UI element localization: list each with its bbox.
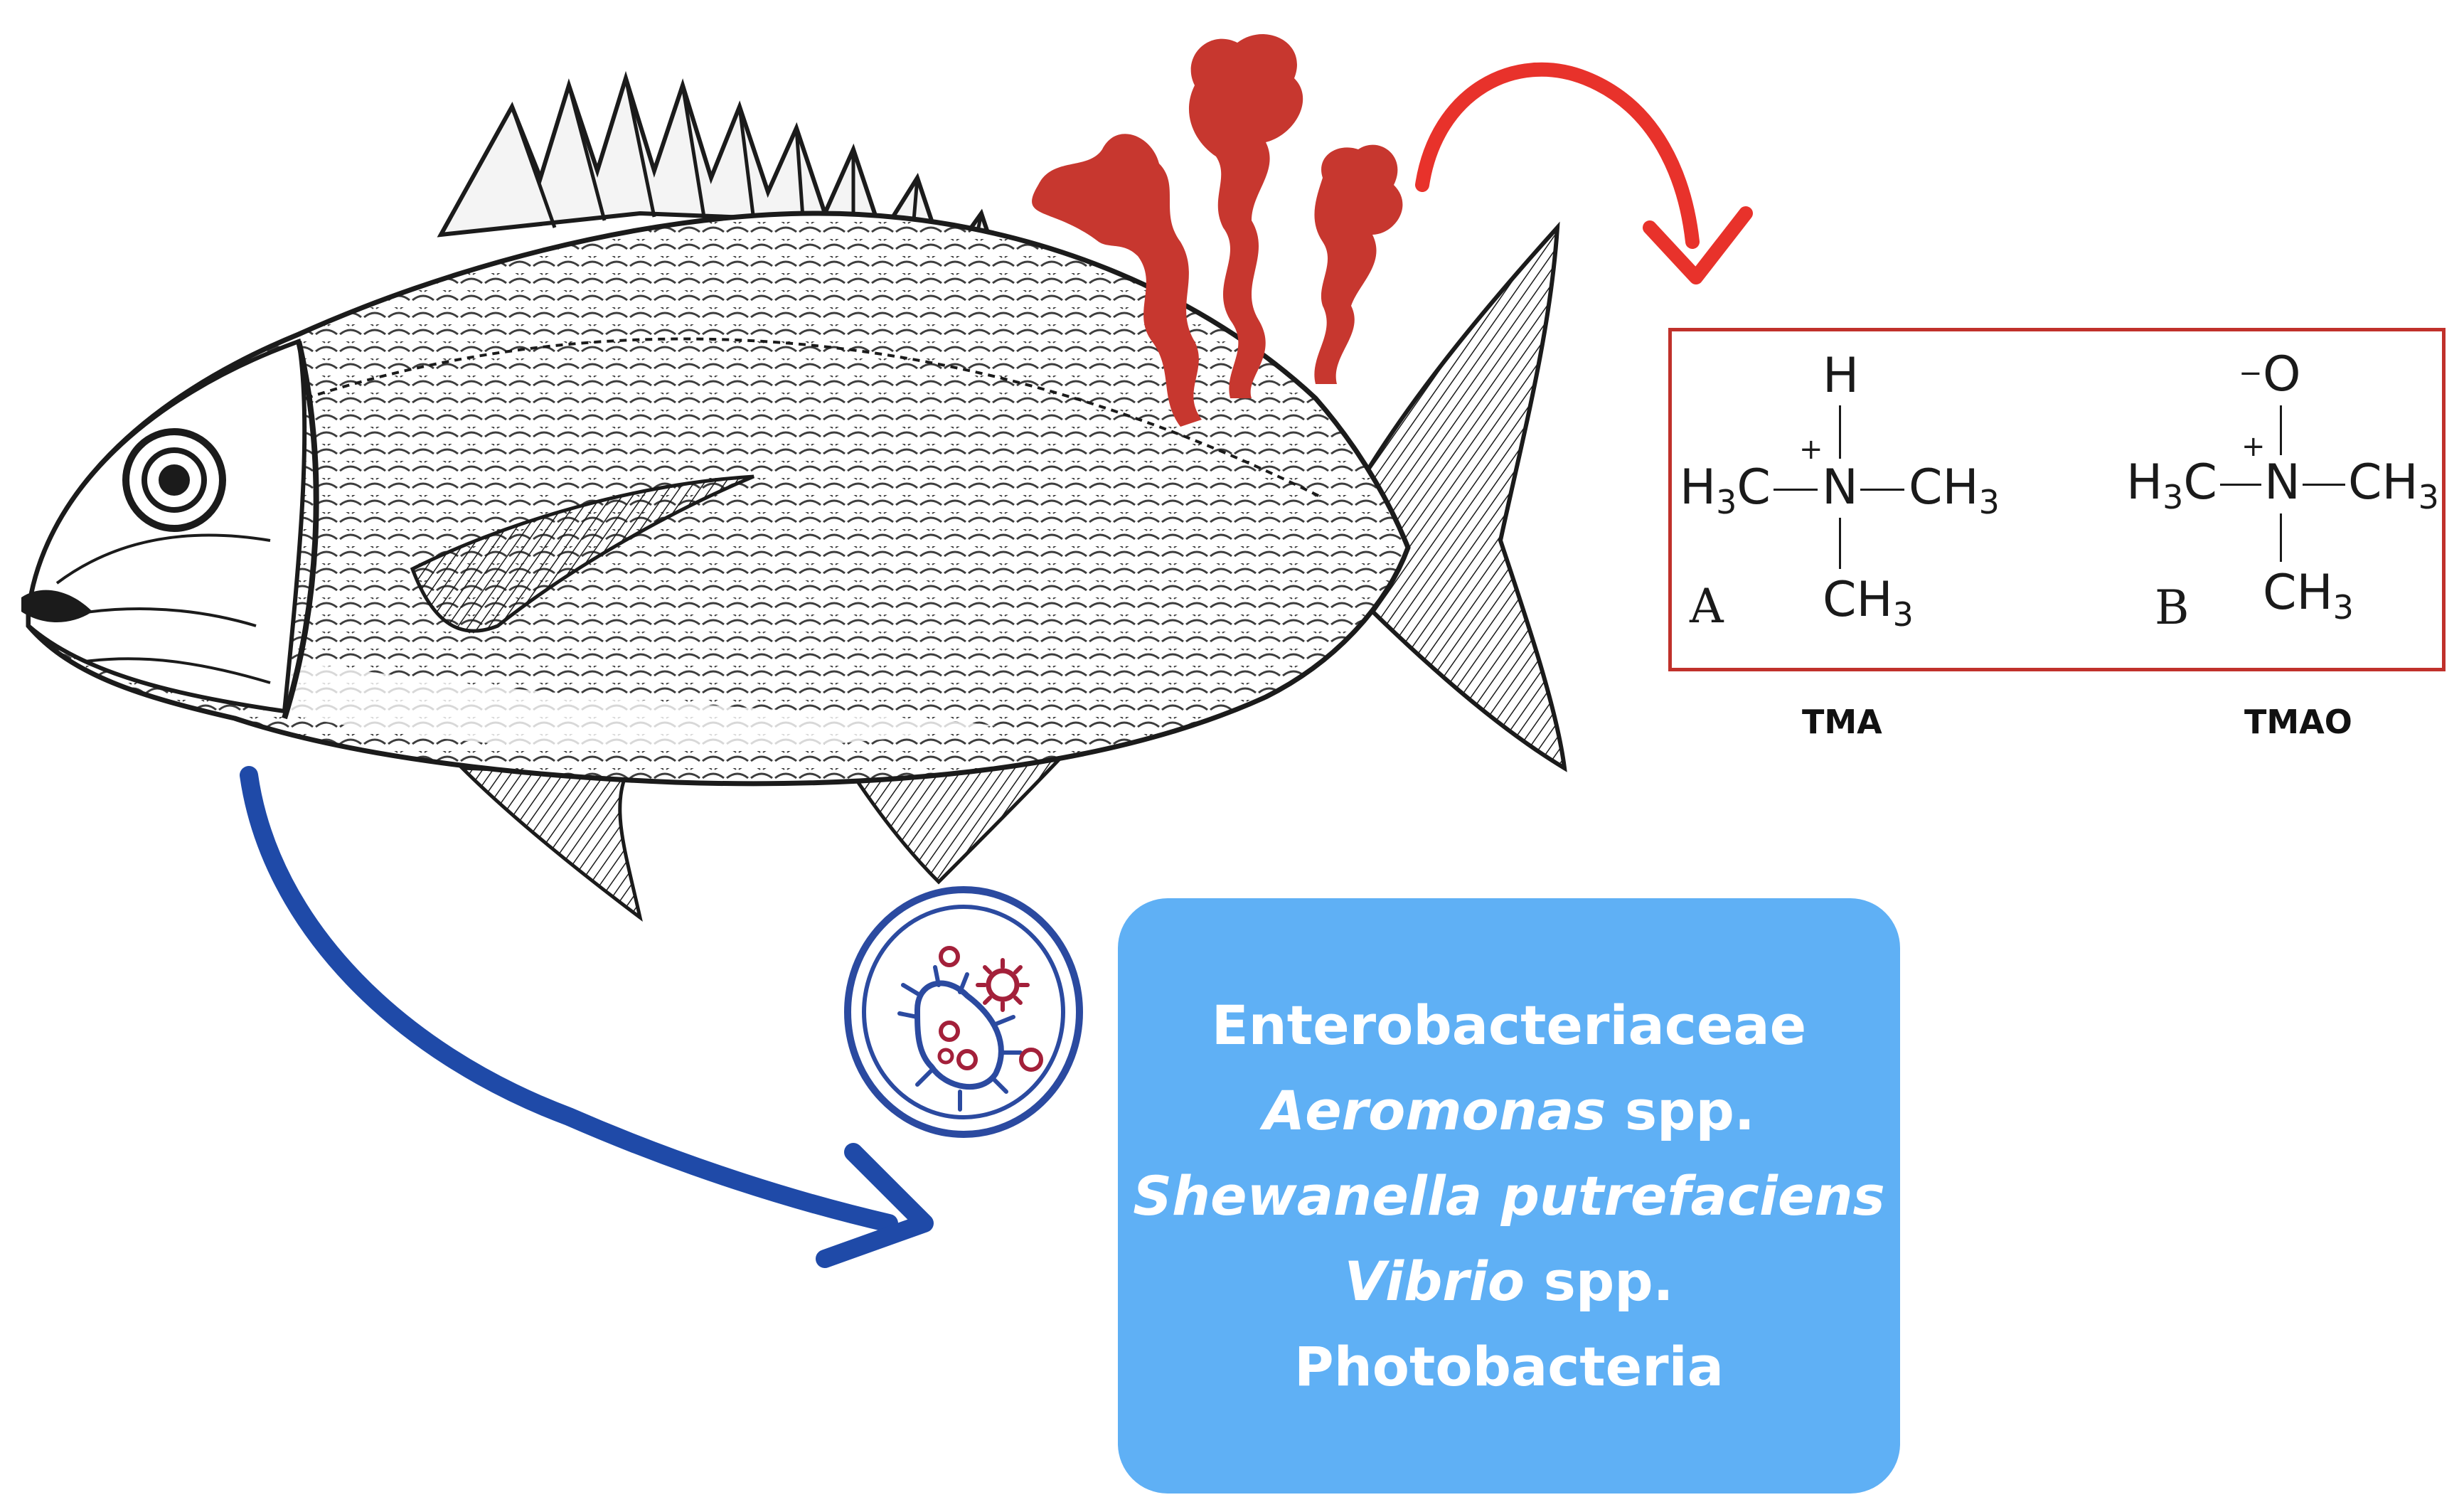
- tmao-right-bond: [2303, 484, 2345, 486]
- tmao-caption: TMAO: [2244, 703, 2352, 741]
- bacteria-item: Aeromonas spp.: [1263, 1078, 1755, 1142]
- tma-left-bond: [1774, 489, 1818, 491]
- fish-eye: [122, 428, 226, 532]
- tmao-bottom-bond: [2280, 513, 2282, 562]
- pelvic-fin: [457, 766, 643, 922]
- red-curved-arrow-icon: [1415, 62, 1753, 284]
- tmao-charge: +: [2241, 430, 2266, 463]
- tmao-right-group: CH3: [2348, 454, 2439, 516]
- bacteria-item: Shewanella putrefaciens: [1133, 1164, 1885, 1228]
- tmao-center-atom: N: [2264, 454, 2300, 511]
- tmao-left-bond: [2220, 484, 2261, 486]
- tma-right-bond: [1860, 489, 1904, 491]
- tmao-letter: B: [2155, 580, 2190, 635]
- pectoral-fin: [410, 474, 754, 633]
- tma-caption: TMA: [1802, 703, 1882, 741]
- odor-fumes-icon: [1032, 34, 1403, 427]
- tma-center-atom: N: [1822, 459, 1858, 516]
- tma-letter: A: [1690, 579, 1724, 634]
- tma-bottom-group: CH3: [1823, 572, 1914, 634]
- tmao-left-group: H3C: [2126, 454, 2217, 516]
- tmao-oxygen-charge: −: [2239, 357, 2263, 390]
- bacteria-item: Photobacteria: [1294, 1334, 1724, 1398]
- bacteria-item: Vibrio spp.: [1344, 1249, 1674, 1313]
- tma-left-group: H3C: [1680, 459, 1771, 521]
- blue-curved-arrow-icon: [240, 766, 934, 1268]
- tma-top-atom: H: [1823, 348, 1860, 404]
- bacteria-list-box: Enterobacteriaceae Aeromonas spp. Shewan…: [1118, 898, 1900, 1494]
- tma-charge: +: [1799, 433, 1823, 466]
- tmao-top-bond: [2280, 405, 2282, 455]
- tma-top-bond: [1839, 405, 1841, 459]
- chemical-structures-box: [1668, 328, 2446, 671]
- tail-fin: [1349, 221, 1567, 772]
- tma-bottom-bond: [1839, 518, 1841, 569]
- tma-right-group: CH3: [1909, 459, 2000, 521]
- tmao-top-atom: O: [2263, 346, 2301, 403]
- petri-dish-bacteria-icon: [844, 886, 1083, 1138]
- tmao-bottom-group: CH3: [2263, 565, 2354, 627]
- bacteria-item: Enterobacteriaceae: [1211, 993, 1807, 1057]
